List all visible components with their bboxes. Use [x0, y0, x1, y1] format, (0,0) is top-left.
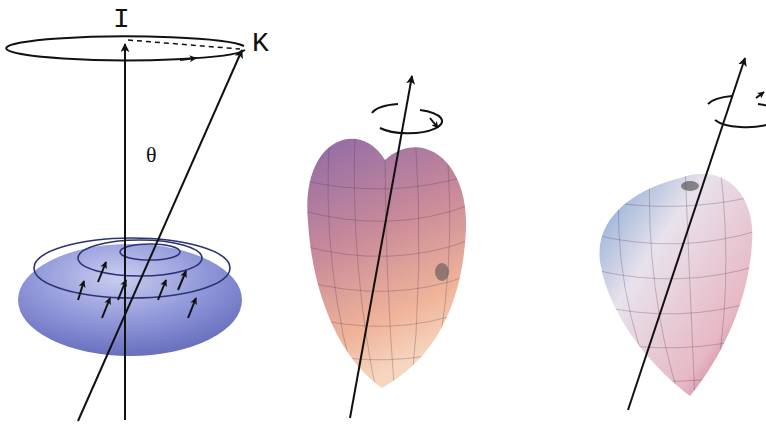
rotation-axis	[628, 58, 766, 410]
angular-momentum-vectors	[6, 36, 245, 421]
axis-label: K	[252, 30, 269, 58]
pear-shaped-nucleus	[595, 165, 760, 400]
axis-label: I	[113, 6, 130, 34]
deformed-nucleus	[18, 238, 242, 356]
axis-label: θ	[146, 144, 157, 166]
heart-shaped-nucleus	[300, 130, 470, 400]
rotation-axis	[350, 76, 442, 418]
